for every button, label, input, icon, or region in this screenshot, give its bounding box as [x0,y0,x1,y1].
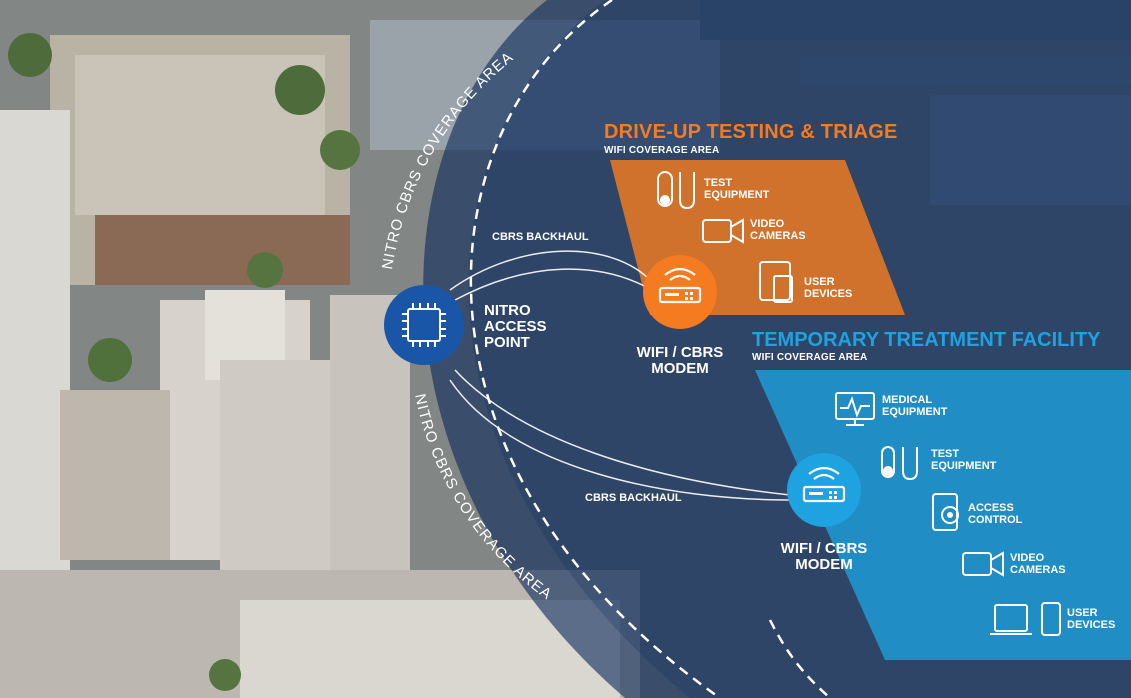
modem-icon [658,267,702,304]
video-camera-icon [962,551,1004,577]
modem-orange-label: WIFI / CBRS MODEM [636,344,724,377]
video-camera-icon [702,218,744,244]
backhaul-label-bottom: CBRS BACKHAUL [585,492,682,504]
treatment-subtitle: WIFI COVERAGE AREA [752,352,868,363]
drive-up-title: DRIVE-UP TESTING & TRIAGE [604,121,898,143]
wifi-cbrs-modem-blue [787,453,861,527]
drive-up-item-video-cameras: VIDEO CAMERAS [750,218,806,242]
backhaul-links [449,250,791,501]
treatment-title: TEMPORARY TREATMENT FACILITY [752,329,1101,351]
modem-blue-label: WIFI / CBRS MODEM [780,540,868,573]
coverage-boundary-dashed-tail [768,619,831,698]
treatment-item-test-equipment: TEST EQUIPMENT [931,448,997,472]
drive-up-subtitle: WIFI COVERAGE AREA [604,145,720,156]
treatment-item-user-devices: USER DEVICES [1067,607,1116,631]
wifi-cbrs-modem-orange [643,255,717,329]
modem-icon [802,466,846,503]
coverage-boundary-dashed [469,0,721,698]
test-equipment-icon [881,446,918,481]
treatment-item-access-control: ACCESS CONTROL [968,502,1023,526]
medical-equipment-icon [835,392,875,426]
access-control-icon [932,493,959,531]
backhaul-label-top: CBRS BACKHAUL [492,231,589,243]
drive-up-item-user-devices: USER DEVICES [804,276,853,300]
user-devices-icon [759,261,793,303]
user-devices-icon [990,602,1061,636]
treatment-item-video-cameras: VIDEO CAMERAS [1010,552,1066,576]
nitro-access-point-label: NITRO ACCESS POINT [484,302,547,351]
treatment-item-medical-equipment: MEDICAL EQUIPMENT [882,394,948,418]
chip-icon [402,303,446,347]
nitro-access-point-node [384,285,464,365]
drive-up-item-test-equipment: TEST EQUIPMENT [704,177,770,201]
test-equipment-icon [657,171,695,210]
